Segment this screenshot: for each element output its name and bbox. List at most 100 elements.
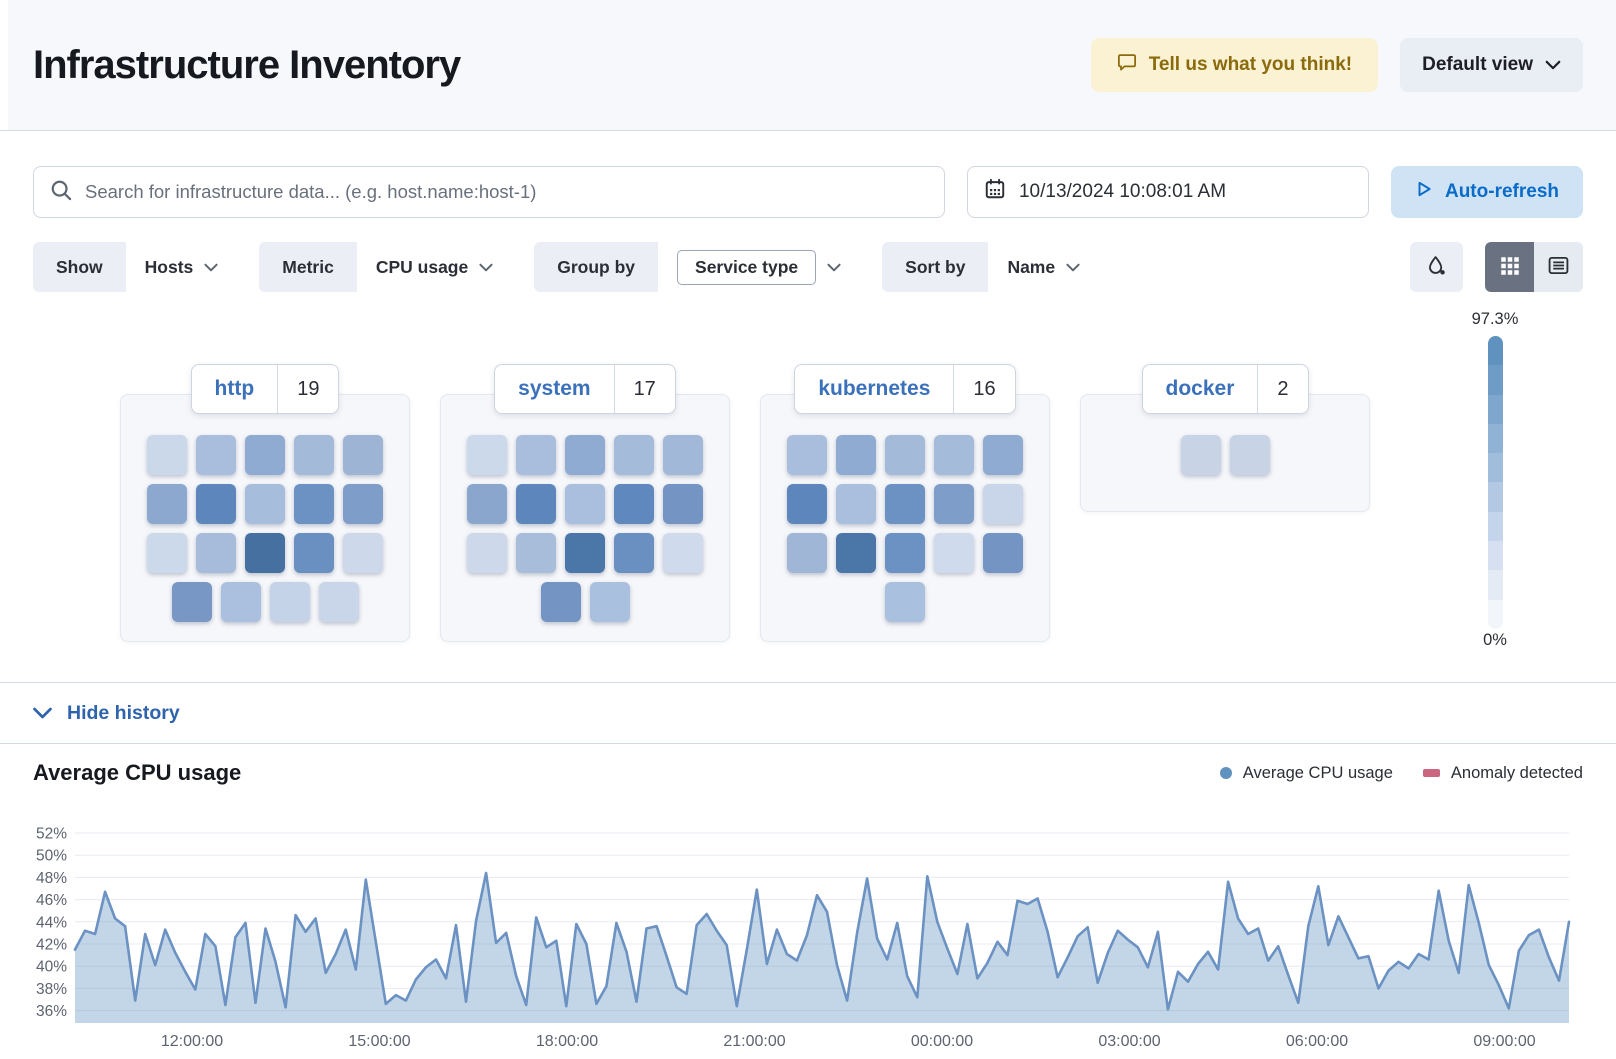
- group-by-chip[interactable]: Service type: [677, 249, 817, 285]
- host-tile[interactable]: [663, 484, 703, 524]
- host-tile[interactable]: [565, 484, 605, 524]
- host-tile[interactable]: [196, 533, 236, 573]
- host-tile[interactable]: [983, 533, 1023, 573]
- host-tile[interactable]: [836, 533, 876, 573]
- host-tile[interactable]: [516, 435, 556, 475]
- host-tile[interactable]: [885, 484, 925, 524]
- default-view-button[interactable]: Default view: [1400, 38, 1583, 92]
- badge-divider: [1257, 365, 1259, 413]
- group-name-link[interactable]: http: [214, 377, 255, 400]
- host-tile[interactable]: [885, 435, 925, 475]
- y-axis-tick-label: 42%: [36, 937, 67, 954]
- host-tile[interactable]: [294, 484, 334, 524]
- host-tile[interactable]: [934, 533, 974, 573]
- host-tile[interactable]: [343, 484, 383, 524]
- host-tile[interactable]: [294, 435, 334, 475]
- page-header: Infrastructure Inventory Tell us what yo…: [0, 0, 1616, 131]
- host-tile[interactable]: [983, 435, 1023, 475]
- host-tile[interactable]: [294, 533, 334, 573]
- host-tile[interactable]: [836, 484, 876, 524]
- host-tile[interactable]: [467, 484, 507, 524]
- host-tile[interactable]: [663, 533, 703, 573]
- host-tile[interactable]: [245, 533, 285, 573]
- sort-by-select[interactable]: Name: [988, 242, 1099, 292]
- metric-filter: Metric CPU usage: [259, 242, 512, 292]
- date-picker[interactable]: 10/13/2024 10:08:01 AM: [966, 166, 1369, 218]
- host-tile[interactable]: [318, 582, 359, 622]
- host-tile[interactable]: [196, 435, 236, 475]
- host-tile[interactable]: [565, 435, 605, 475]
- host-tile[interactable]: [565, 533, 605, 573]
- host-tile[interactable]: [245, 435, 285, 475]
- host-tile[interactable]: [516, 484, 556, 524]
- hide-history-toggle[interactable]: Hide history: [0, 682, 1616, 744]
- host-tile[interactable]: [614, 484, 654, 524]
- group-name-link[interactable]: system: [518, 377, 591, 400]
- host-tile[interactable]: [663, 435, 703, 475]
- host-tile[interactable]: [147, 435, 187, 475]
- color-palette-button[interactable]: [1410, 242, 1463, 292]
- host-tile[interactable]: [836, 435, 876, 475]
- chart-legend: Average CPU usage Anomaly detected: [1219, 764, 1583, 783]
- grid-view-button[interactable]: [1485, 242, 1534, 292]
- chevron-down-icon: [33, 702, 52, 725]
- host-tile[interactable]: [467, 435, 507, 475]
- host-tile[interactable]: [269, 582, 310, 622]
- host-tile[interactable]: [147, 533, 187, 573]
- host-tile[interactable]: [1229, 435, 1270, 475]
- show-value: Hosts: [144, 256, 194, 277]
- waffle-row: [467, 484, 703, 524]
- metric-value: CPU usage: [375, 256, 469, 277]
- group-name-link[interactable]: docker: [1165, 377, 1235, 400]
- host-tile[interactable]: [787, 435, 827, 475]
- legend-item-avg-cpu[interactable]: Average CPU usage: [1219, 764, 1393, 783]
- group-count: 17: [633, 377, 656, 400]
- host-tile[interactable]: [516, 533, 556, 573]
- metric-select[interactable]: CPU usage: [357, 242, 512, 292]
- legend-dash-icon: [1422, 769, 1440, 777]
- host-tile[interactable]: [171, 582, 212, 622]
- auto-refresh-label: Auto-refresh: [1444, 181, 1559, 202]
- host-tile[interactable]: [934, 484, 974, 524]
- host-tile[interactable]: [220, 582, 261, 622]
- host-tile[interactable]: [983, 484, 1023, 524]
- show-select[interactable]: Hosts: [126, 242, 238, 292]
- host-tile[interactable]: [885, 582, 925, 622]
- host-tile[interactable]: [343, 533, 383, 573]
- table-view-button[interactable]: [1534, 242, 1583, 292]
- x-axis-tick-label: 18:00:00: [536, 1033, 598, 1050]
- group-badge[interactable]: system 17: [494, 364, 676, 414]
- group-panel: [760, 394, 1050, 642]
- host-tile[interactable]: [1180, 435, 1221, 475]
- host-tile[interactable]: [245, 484, 285, 524]
- host-tile[interactable]: [787, 533, 827, 573]
- host-tile[interactable]: [589, 582, 630, 622]
- host-tile[interactable]: [467, 533, 507, 573]
- search-input[interactable]: [85, 181, 928, 203]
- group-by-select[interactable]: Service type: [658, 242, 860, 292]
- auto-refresh-button[interactable]: Auto-refresh: [1390, 166, 1583, 218]
- host-tile[interactable]: [614, 435, 654, 475]
- search-box[interactable]: [33, 166, 945, 218]
- sort-by-value: Name: [1007, 256, 1056, 277]
- waffle-row: [147, 435, 383, 475]
- host-tile[interactable]: [934, 435, 974, 475]
- host-tile[interactable]: [196, 484, 236, 524]
- host-tile[interactable]: [147, 484, 187, 524]
- feedback-button[interactable]: Tell us what you think!: [1090, 38, 1379, 92]
- x-axis-tick-label: 09:00:00: [1473, 1033, 1535, 1050]
- host-tile[interactable]: [540, 582, 581, 622]
- host-tile[interactable]: [343, 435, 383, 475]
- group-name-link[interactable]: kubernetes: [818, 377, 931, 400]
- host-tile[interactable]: [885, 533, 925, 573]
- host-tile[interactable]: [614, 533, 654, 573]
- legend-item-anomaly[interactable]: Anomaly detected: [1422, 764, 1583, 783]
- host-tile[interactable]: [787, 484, 827, 524]
